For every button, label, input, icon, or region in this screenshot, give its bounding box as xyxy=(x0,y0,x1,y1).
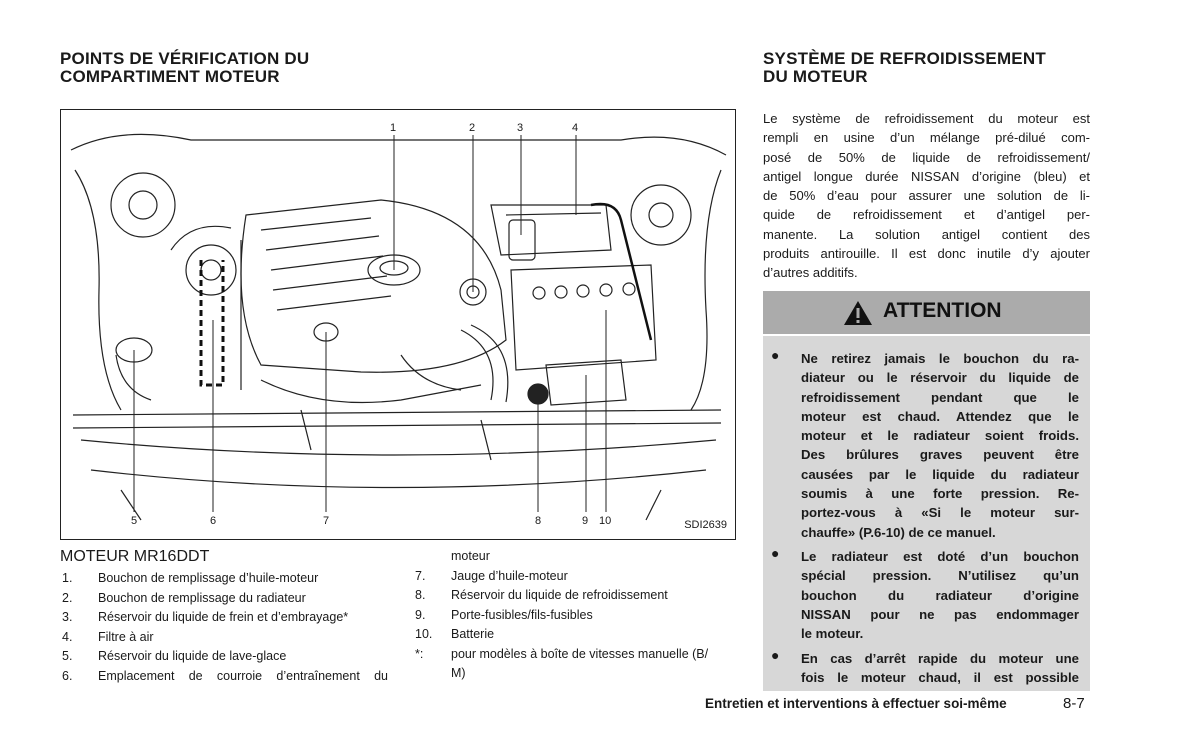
engine-illustration xyxy=(70,133,727,521)
warning-line: causées par le liquide du radiateur xyxy=(801,466,1079,482)
item-number: 2. xyxy=(62,590,73,605)
paragraph-line: de 50% d’eau pour assurer une solution d… xyxy=(763,188,1090,204)
item-number: 8. xyxy=(415,588,426,602)
item-number: 5. xyxy=(62,649,73,663)
list-item: 9. Porte-fusibles/fils-fusibles xyxy=(415,606,740,626)
item-text: Bouchon de remplissage du radiateur xyxy=(98,590,306,605)
warning-line: Le radiateur est doté d’un bouchon xyxy=(801,549,1079,564)
warning-triangle-icon xyxy=(844,301,872,325)
heading-line: COMPARTIMENT MOTEUR xyxy=(60,67,280,86)
item-text: Réservoir du liquide de frein et d’embra… xyxy=(98,610,349,624)
callout-1: 1 xyxy=(390,122,397,134)
list-item-continuation: moteur xyxy=(415,547,740,567)
warning-bullet-2: Le radiateur est doté d’un bouchon spéci… xyxy=(801,547,1079,643)
heading-line: SYSTÈME DE REFROIDISSEMENT xyxy=(763,49,1046,68)
item-text: Emplacement de courroie d’entraînement d… xyxy=(98,668,388,683)
item-text: pour modèles à boîte de vitesses manuell… xyxy=(451,646,709,661)
list-item: 7. Jauge d’huile-moteur xyxy=(415,567,740,587)
callout-6: 6 xyxy=(210,515,217,527)
warning-line: portez-vous à «Si le moteur sur- xyxy=(801,505,1079,521)
bullet-dot: ● xyxy=(771,545,780,561)
warning-line: bouchon du radiateur d’origine xyxy=(801,587,1079,603)
warning-line: refroidissement pendant que le xyxy=(801,389,1079,405)
item-number: 6. xyxy=(62,668,73,683)
footer-section-title: Entretien et interventions à effectuer s… xyxy=(705,696,1007,711)
item-text: moteur xyxy=(451,549,490,563)
engine-model-title: MOTEUR MR16DDT xyxy=(60,548,210,565)
paragraph-line: Le système de refroidissement du moteur … xyxy=(763,111,1090,126)
list-item: 5. Réservoir du liquide de lave-glace xyxy=(62,647,392,667)
item-text: Jauge d’huile-moteur xyxy=(451,568,568,583)
warning-bullet-1: Ne retirez jamais le bouchon du ra- diat… xyxy=(801,349,1079,542)
item-text: Réservoir du liquide de refroidissement xyxy=(451,588,668,602)
warning-line: le moteur. xyxy=(801,626,864,642)
paragraph-line: produits antirouille. Il est donc inutil… xyxy=(763,246,1090,262)
warning-box: ATTENTION ● Ne retirez jamais le bouchon… xyxy=(763,291,1090,691)
item-number: 7. xyxy=(415,568,426,583)
warning-line: Des brûlures graves peuvent être xyxy=(801,447,1079,463)
list-item: 4. Filtre à air xyxy=(62,628,392,648)
item-text: Bouchon de remplissage d’huile-moteur xyxy=(98,571,319,585)
heading-line: POINTS DE VÉRIFICATION DU xyxy=(60,49,310,68)
paragraph-line: manente. La solution antigel contient de… xyxy=(763,226,1090,242)
item-text: M) xyxy=(451,666,466,680)
item-text: Porte-fusibles/fils-fusibles xyxy=(451,607,593,622)
page-number: 8-7 xyxy=(1063,695,1085,712)
warning-line: moteur et le radiateur soient froids. xyxy=(801,428,1079,444)
cooling-paragraph: Le système de refroidissement du moteur … xyxy=(763,109,1090,283)
warning-title: ATTENTION xyxy=(883,299,1002,322)
bullet-dot: ● xyxy=(771,647,780,663)
warning-line: En cas d’arrêt rapide du moteur une xyxy=(801,651,1079,666)
list-item-continuation: M) xyxy=(415,664,740,684)
callout-2: 2 xyxy=(469,122,476,134)
warning-bullet-3: En cas d’arrêt rapide du moteur une fois… xyxy=(801,649,1079,688)
callout-10: 10 xyxy=(599,515,612,527)
callout-9: 9 xyxy=(582,515,589,527)
callout-3: 3 xyxy=(517,122,524,134)
legend-list-column-1: 1.Bouchon de remplissage d’huile-moteur … xyxy=(62,569,392,686)
warning-line: NISSAN pour ne pas endommager xyxy=(801,606,1079,622)
paragraph-line: posé de 50% de liquide de refroidissemen… xyxy=(763,149,1090,165)
warning-header: ATTENTION xyxy=(763,291,1090,336)
legend-list-column-2: moteur 7. Jauge d’huile-moteur 8. Réservoi… xyxy=(415,547,740,684)
item-text: Filtre à air xyxy=(98,629,154,644)
item-number: 3. xyxy=(62,610,73,624)
section-heading-cooling-system: SYSTÈME DE REFROIDISSEMENT DU MOTEUR xyxy=(763,50,1046,86)
figure-id: SDI2639 xyxy=(684,519,727,531)
warning-line: soumis à une forte pression. Re- xyxy=(801,486,1079,502)
paragraph-line: quide de refroidissement et d’antigel pe… xyxy=(763,207,1090,223)
warning-line: moteur est chaud. Attendez que le xyxy=(801,408,1079,424)
paragraph-line: antigel longue durée NISSAN d’origine (b… xyxy=(763,168,1090,184)
item-number: 10. xyxy=(415,627,433,641)
item-number: 1. xyxy=(62,571,73,585)
warning-line: chauffe» (P.6-10) de ce manuel. xyxy=(801,524,996,540)
callout-7: 7 xyxy=(323,515,330,527)
heading-line: DU MOTEUR xyxy=(763,67,868,86)
list-item: 1. Bouchon de remplissage d’huile-moteur xyxy=(62,569,392,589)
paragraph-line: rempli en usine d’un mélange pré-dilué c… xyxy=(763,130,1090,146)
item-text: Batterie xyxy=(451,627,495,641)
item-number: *: xyxy=(415,646,424,661)
warning-line: diateur ou le réservoir du liquide de xyxy=(801,370,1079,386)
section-heading-engine-checkpoints: POINTS DE VÉRIFICATION DU COMPARTIMENT M… xyxy=(60,50,309,86)
item-text: Réservoir du liquide de lave-glace xyxy=(98,649,287,663)
callout-8: 8 xyxy=(535,515,542,527)
list-item: *: pour modèles à boîte de vitesses manue… xyxy=(415,645,740,665)
list-item: 6. Emplacement de courroie d’entraînement… xyxy=(62,667,392,687)
engine-compartment-figure: 1 2 3 4 5 6 7 8 9 10 SDI2639 xyxy=(60,109,736,540)
list-item: 2. Bouchon de remplissage du radiateur xyxy=(62,589,392,609)
warning-line: spécial pression. N’utilisez qu’un xyxy=(801,568,1079,584)
bullet-dot: ● xyxy=(771,347,780,363)
item-number: 9. xyxy=(415,607,426,622)
callout-5: 5 xyxy=(131,515,138,527)
warning-line: Ne retirez jamais le bouchon du ra- xyxy=(801,351,1079,366)
list-item: 8. Réservoir du liquide de refroidissemen… xyxy=(415,586,740,606)
callout-4: 4 xyxy=(572,122,579,134)
warning-line: fois le moteur chaud, il est possible xyxy=(801,670,1079,686)
item-number: 4. xyxy=(62,629,73,644)
list-item: 10. Batterie xyxy=(415,625,740,645)
paragraph-line: d’autres additifs. xyxy=(763,265,858,281)
list-item: 3. Réservoir du liquide de frein et d’emb… xyxy=(62,608,392,628)
